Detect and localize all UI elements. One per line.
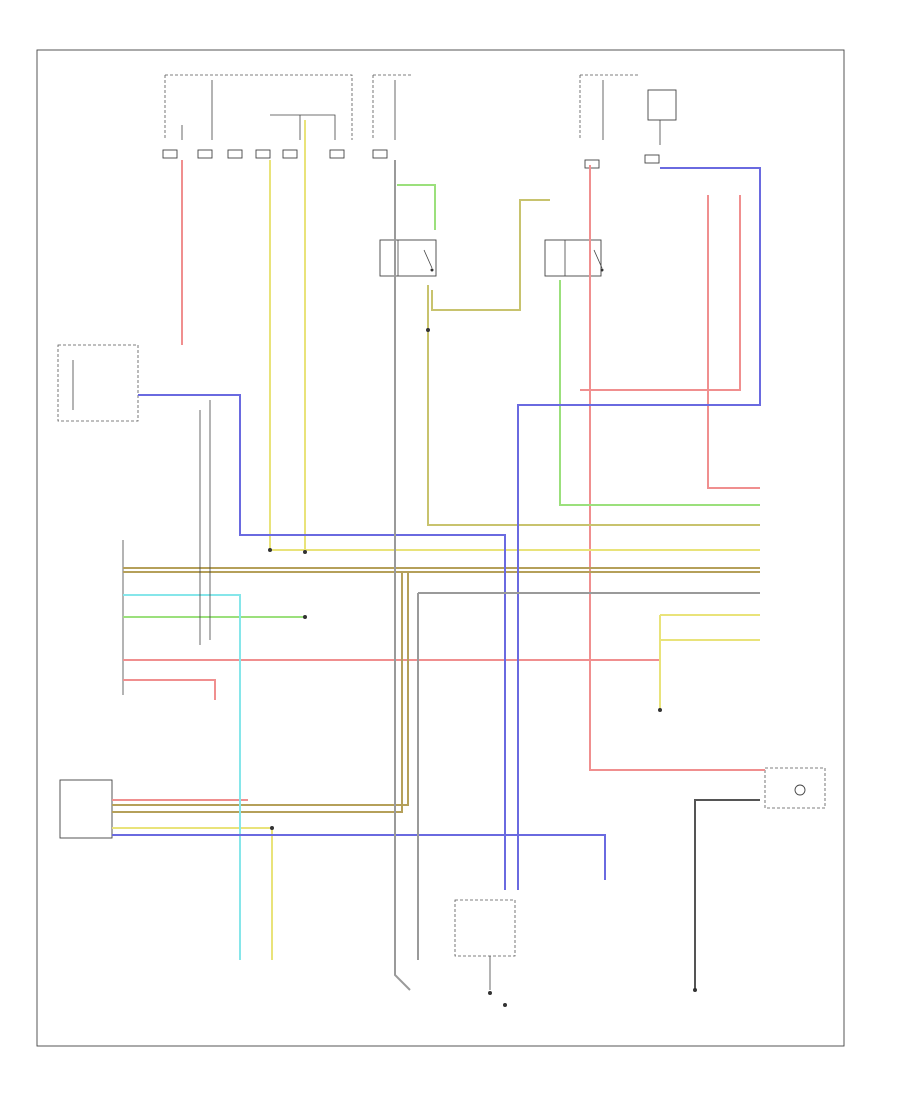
wire-yellow-3 <box>112 827 273 960</box>
relay-right <box>544 239 604 277</box>
wire-blue-2 <box>517 167 761 890</box>
relay-center <box>379 239 437 277</box>
wire-blue-1 <box>138 394 506 890</box>
fuel-pump-control-module <box>59 779 113 839</box>
wire-red-5 <box>707 195 760 489</box>
wire-olive-1 <box>427 285 760 526</box>
wire-brown-4 <box>112 572 403 813</box>
wire-dark-ground <box>694 799 760 990</box>
wire-brown-3 <box>112 572 409 806</box>
fuse-box-center <box>372 74 412 159</box>
diagram-frame <box>36 49 845 1047</box>
wire-red-3 <box>123 679 216 700</box>
wire-yellow-1 <box>269 160 760 551</box>
fuel-pump <box>764 767 826 809</box>
fuse-box-left <box>162 74 353 159</box>
relay-box <box>647 89 677 121</box>
wire-red-7 <box>580 195 741 391</box>
wire-green-2 <box>559 280 760 506</box>
fuse-box-right <box>579 74 677 169</box>
wire-gray-1 <box>394 160 411 991</box>
wire-green-1 <box>397 184 436 230</box>
wire-cyan-1 <box>123 594 241 960</box>
wire-blue-3 <box>112 834 606 880</box>
inertia-switch <box>454 899 516 995</box>
junction-dots <box>268 328 697 1007</box>
wire-olive-2 <box>431 199 550 311</box>
engine-control-module <box>57 344 139 422</box>
wire-red-4 <box>589 165 765 771</box>
connector-row-left <box>162 149 345 159</box>
